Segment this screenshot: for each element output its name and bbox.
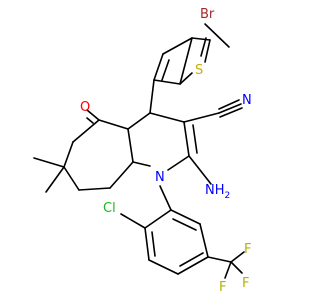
molecule-diagram: Br S O N N NH2 Cl F F F xyxy=(33,7,252,295)
sulfur-label: S xyxy=(195,63,203,78)
oxygen-label: O xyxy=(80,100,90,115)
fluorine-label-1: F xyxy=(244,242,251,257)
chlorine-label: Cl xyxy=(103,201,116,216)
structure-svg: Br S O N N NH2 Cl F F F xyxy=(33,7,252,295)
fluorine-label-2: F xyxy=(219,280,226,295)
ring-nitrogen-label: N xyxy=(155,170,165,185)
nitrile-nitrogen-label: N xyxy=(242,93,252,108)
bond-lines xyxy=(33,23,245,279)
amino-label: NH2 xyxy=(205,183,230,201)
bromine-label: Br xyxy=(200,7,215,22)
fluorine-label-3: F xyxy=(242,276,249,291)
